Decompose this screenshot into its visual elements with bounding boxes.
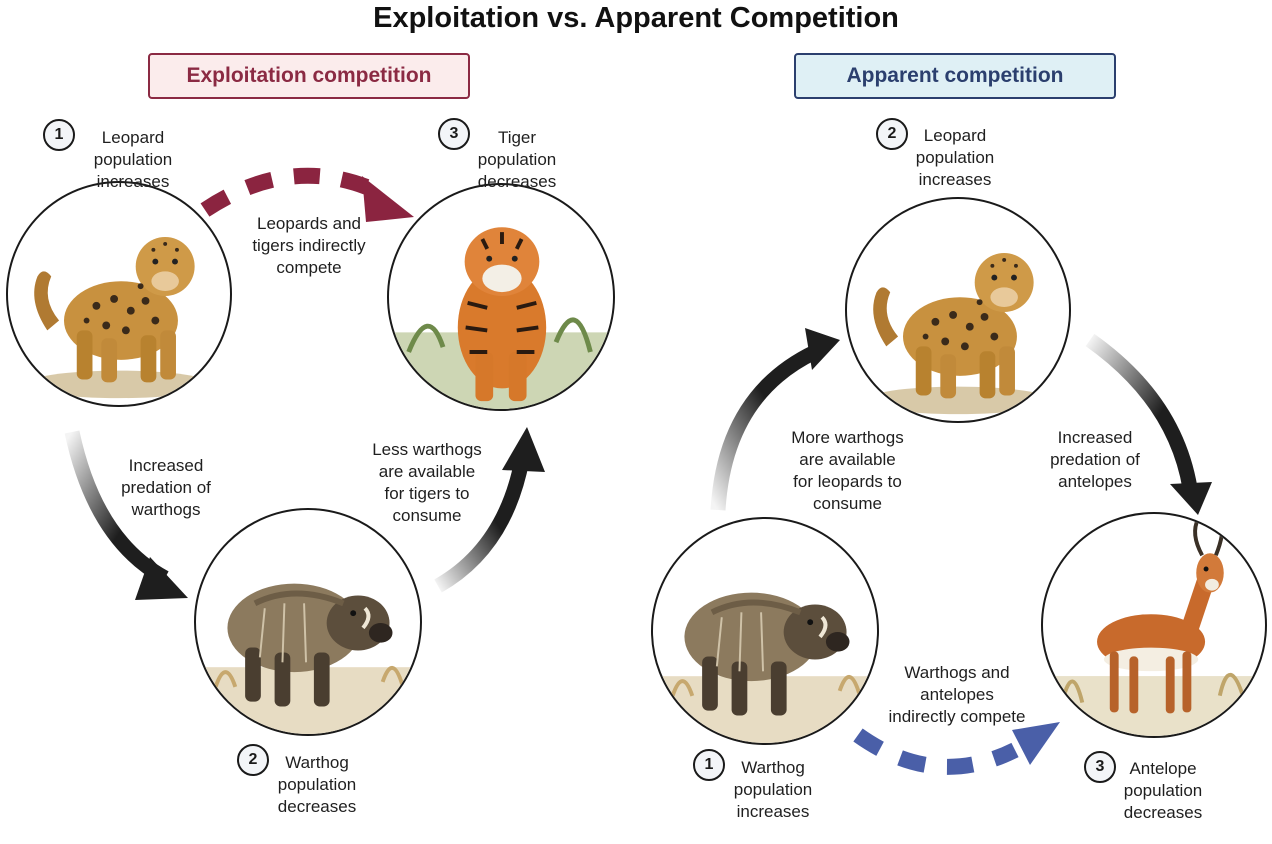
step-badge-3-apparent: 3 <box>1084 751 1116 783</box>
tiger-circle <box>387 183 615 411</box>
antelope-circle <box>1041 512 1267 738</box>
antelope-icon <box>1043 517 1265 736</box>
warthog-circle-left <box>194 508 422 736</box>
arrow-label-warthogs-antelopes-compete: Warthogs and antelopes indirectly compet… <box>888 663 1026 726</box>
arrow-label-less-warthogs: Less warthogs are available for tigers t… <box>372 440 482 525</box>
step-label-leopard-increases: Leopard population increases <box>93 128 173 191</box>
dashed-arrow-warthog-to-antelope <box>853 728 1019 775</box>
warthog-icon <box>653 592 877 743</box>
dashed-arrow-head-blue <box>1012 722 1060 765</box>
arrow-label-more-warthogs: More warthogs are available for leopards… <box>791 428 904 513</box>
step-label-warthog-decreases: Warthog population decreases <box>277 753 357 816</box>
diagram-title: Exploitation vs. Apparent Competition <box>373 2 899 34</box>
tiger-icon <box>389 227 613 409</box>
leopard-circle-left <box>6 181 232 407</box>
leopard-icon <box>864 253 1052 415</box>
leopard-circle-right <box>845 197 1071 423</box>
apparent-heading: Apparent competition <box>794 53 1116 99</box>
step-label-antelope-decreases: Antelope population decreases <box>1123 759 1203 822</box>
step-label-warthog-increases: Warthog population increases <box>733 758 813 821</box>
warthog-circle-right <box>651 517 879 745</box>
solid-arrow-head-4 <box>1170 482 1212 515</box>
step-label-leopard-increases-apparent: Leopard population increases <box>915 126 995 189</box>
arrow-label-predation-antelopes: Increased predation of antelopes <box>1050 428 1140 491</box>
leopard-icon <box>25 237 213 399</box>
step-badge-1: 1 <box>43 119 75 151</box>
arrow-label-indirect-compete: Leopards and tigers indirectly compete <box>252 214 366 277</box>
step-badge-1-apparent: 1 <box>693 749 725 781</box>
exploitation-heading: Exploitation competition <box>148 53 470 99</box>
step-badge-2-apparent: 2 <box>876 118 908 150</box>
solid-arrow-head-2 <box>502 427 545 472</box>
arrow-label-predation-warthogs: Increased predation of warthogs <box>121 456 211 519</box>
dashed-arrow-leopard-to-tiger <box>200 167 389 217</box>
solid-arrow-head-1 <box>135 557 188 600</box>
warthog-icon <box>196 583 420 734</box>
step-label-tiger-decreases: Tiger population decreases <box>477 128 557 191</box>
step-badge-2: 2 <box>237 744 269 776</box>
step-badge-3: 3 <box>438 118 470 150</box>
solid-arrow-head-3 <box>805 328 840 370</box>
